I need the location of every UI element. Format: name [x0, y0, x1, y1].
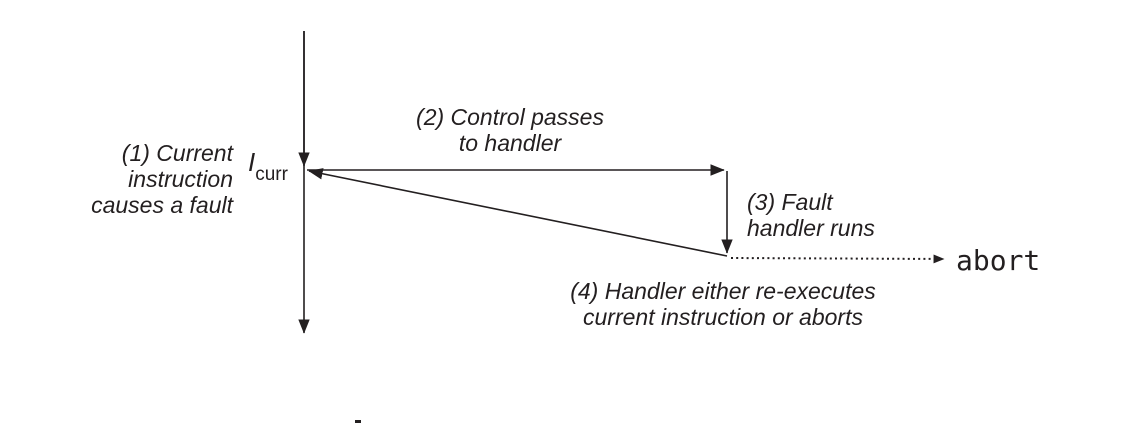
current-instruction-label: Icurr	[248, 149, 288, 184]
step3-label: (3) Fault handler runs	[747, 189, 875, 241]
instruction-symbol: I	[248, 147, 256, 177]
step2-label: (2) Control passes to handler	[416, 104, 604, 156]
instruction-subscript: curr	[255, 164, 288, 185]
handler-return-arrow	[308, 168, 728, 257]
step1-label: (1) Current instruction causes a fault	[91, 140, 233, 218]
abort-dotted-arrow	[730, 254, 945, 264]
step4-label: (4) Handler either re-executes current i…	[570, 278, 876, 330]
abort-label: abort	[956, 244, 1041, 277]
stray-ink-mark	[355, 420, 361, 423]
